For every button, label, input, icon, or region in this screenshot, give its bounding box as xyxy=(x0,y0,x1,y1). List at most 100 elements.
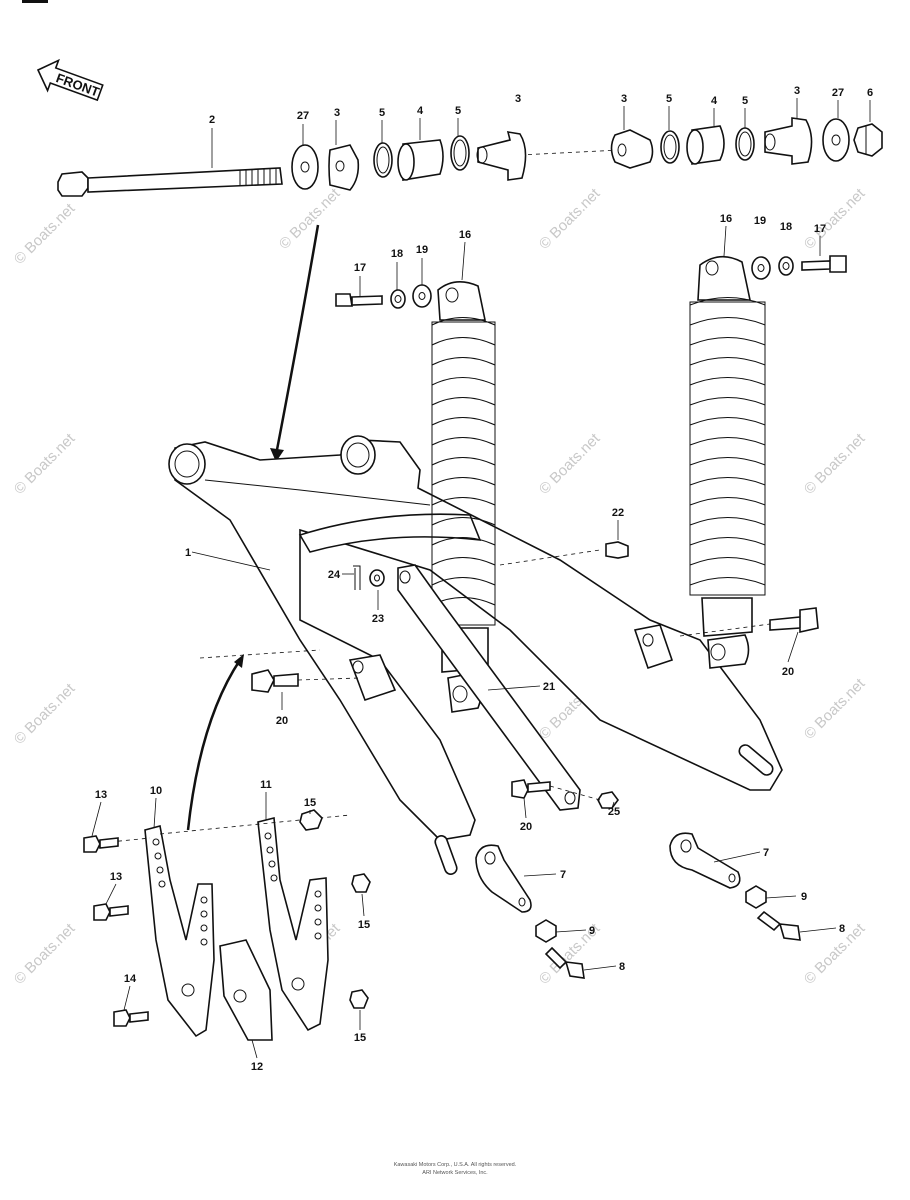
pivot-bolt xyxy=(57,167,283,197)
callout-21: 21 xyxy=(543,681,555,693)
right-shock-absorber xyxy=(689,255,766,669)
callout-22: 22 xyxy=(612,507,624,519)
callout-19-right: 19 xyxy=(754,215,766,227)
adjuster-7-right xyxy=(669,832,741,889)
torque-link xyxy=(397,564,581,811)
collar-3-left-b xyxy=(477,131,527,181)
collar-3-right-b xyxy=(764,117,813,165)
right-pivot-stack xyxy=(610,117,883,169)
callout-24: 24 xyxy=(328,569,341,581)
footer-line-2: ARI Network Services, Inc. xyxy=(422,1170,488,1176)
callout-16-right: 16 xyxy=(720,213,732,225)
bolt-8-right xyxy=(756,910,801,941)
callout-2: 2 xyxy=(209,114,215,126)
callout-27-left: 27 xyxy=(297,110,309,122)
callout-19-left: 19 xyxy=(416,244,428,256)
callout-15-middle: 15 xyxy=(358,919,370,931)
washer-18-right xyxy=(778,256,794,276)
callout-13-upper: 13 xyxy=(95,789,107,801)
watermark-14: © Boats.net xyxy=(801,920,869,988)
watermark-1: © Boats.net xyxy=(11,200,79,268)
callout-9-left: 9 xyxy=(589,925,595,937)
corner-mark xyxy=(22,0,48,3)
left-shock-bracket xyxy=(348,654,397,702)
bolt-13-lower xyxy=(93,903,129,921)
callout-14: 14 xyxy=(124,973,137,985)
callout-1: 1 xyxy=(185,547,191,559)
pin-24 xyxy=(353,565,361,590)
assembly-arrow-top xyxy=(274,224,320,456)
front-arrow: FRONT xyxy=(36,58,104,102)
chain-adjuster-11 xyxy=(257,816,329,1032)
callout-17-right: 17 xyxy=(814,223,826,235)
callout-13-lower: 13 xyxy=(110,871,122,883)
watermark-3: © Boats.net xyxy=(536,185,604,253)
watermark-7: © Boats.net xyxy=(801,430,869,498)
bolt-17-right xyxy=(801,255,847,273)
callout-20-lower: 20 xyxy=(520,821,532,833)
callout-25: 25 xyxy=(608,806,620,818)
collar-3-right-a xyxy=(610,129,654,169)
callout-3-d: 3 xyxy=(794,85,800,97)
watermark-2: © Boats.net xyxy=(276,185,344,253)
bolt-17-left xyxy=(335,293,383,307)
front-label: FRONT xyxy=(54,70,101,99)
right-shock-fasteners xyxy=(751,255,847,280)
bolt-14 xyxy=(113,1009,149,1027)
callout-18-left: 18 xyxy=(391,248,403,260)
watermark-8: © Boats.net xyxy=(11,680,79,748)
callout-6: 6 xyxy=(867,87,873,99)
callout-4-b: 4 xyxy=(711,95,718,107)
bolt-22 xyxy=(605,541,629,559)
callout-7-left: 7 xyxy=(560,869,566,881)
callout-5-a: 5 xyxy=(379,107,385,119)
callout-17-left: 17 xyxy=(354,262,366,274)
washer-19-left xyxy=(412,284,432,308)
washer-23 xyxy=(369,569,385,587)
callout-4-a: 4 xyxy=(417,105,424,117)
bolt-8-left xyxy=(544,946,585,979)
callout-11: 11 xyxy=(260,779,272,791)
left-shock-fasteners xyxy=(335,284,432,309)
callout-8-right: 8 xyxy=(839,923,845,935)
leader-lines xyxy=(91,98,871,1059)
callout-16-left: 16 xyxy=(459,229,471,241)
washer-19-right xyxy=(751,256,771,280)
callout-15-upper: 15 xyxy=(304,797,316,809)
callout-5-c: 5 xyxy=(666,93,672,105)
watermark-10: © Boats.net xyxy=(801,675,869,743)
adjuster-7-left xyxy=(475,844,532,913)
swing-arm-left-pivot xyxy=(168,443,206,485)
callout-20-right: 20 xyxy=(782,666,794,678)
bolt-20-right xyxy=(769,607,819,633)
callouts: 2 27 3 5 4 5 3 3 5 4 5 3 27 6 17 18 19 1… xyxy=(95,85,873,1073)
callout-3-a: 3 xyxy=(334,107,340,119)
washer-18-left xyxy=(390,289,406,309)
watermark-11: © Boats.net xyxy=(11,920,79,988)
left-pivot-stack xyxy=(291,131,527,191)
nut-9-right xyxy=(745,885,767,909)
callout-3-b: 3 xyxy=(515,93,521,105)
callout-10: 10 xyxy=(150,785,162,797)
callout-5-d: 5 xyxy=(742,95,748,107)
watermark-4: © Boats.net xyxy=(801,185,869,253)
bolt-20-lower xyxy=(511,779,551,799)
callout-23: 23 xyxy=(372,613,384,625)
chain-adjuster-10 xyxy=(144,825,215,1038)
bolt-20-left xyxy=(251,669,299,693)
nut-15-middle xyxy=(351,873,371,893)
callout-9-right: 9 xyxy=(801,891,807,903)
callout-12: 12 xyxy=(251,1061,263,1073)
callout-18-right: 18 xyxy=(780,221,792,233)
pivot-centerline xyxy=(519,149,621,156)
washer-27-left xyxy=(291,144,319,190)
swing-arm-right-pivot xyxy=(340,435,376,475)
watermark-5: © Boats.net xyxy=(11,430,79,498)
callout-7-right: 7 xyxy=(763,847,769,859)
bolt-13-upper xyxy=(83,835,119,853)
footer-line-1: Kawasaki Motors Corp., U.S.A. All rights… xyxy=(394,1162,517,1168)
callout-20-left: 20 xyxy=(276,715,288,727)
assembly-arrow-bottom xyxy=(186,659,242,831)
washer-27-right xyxy=(822,118,850,162)
